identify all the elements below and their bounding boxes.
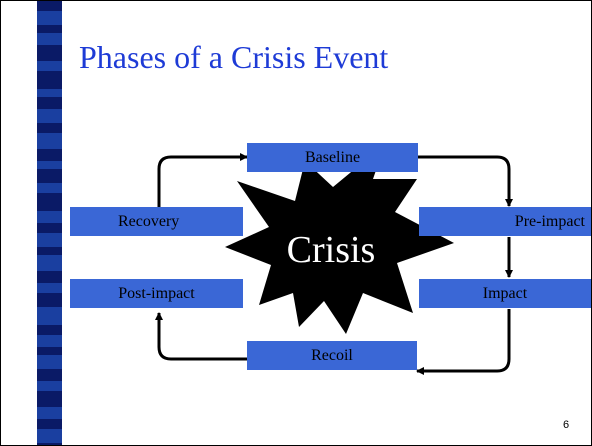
page-title: Phases of a Crisis Event <box>79 39 389 75</box>
stripe-segment <box>37 97 62 109</box>
stripe-segment <box>37 255 62 271</box>
phase-recovery: Recovery <box>70 207 243 236</box>
stripe-segment <box>37 1 62 11</box>
phase-baseline: Baseline <box>247 143 418 172</box>
stripe-segment <box>37 193 62 211</box>
stripe-segment <box>37 45 62 61</box>
stripe-segment <box>37 325 62 335</box>
stripe-segment <box>37 149 62 161</box>
phase-post-impact: Post-impact <box>70 279 243 308</box>
stripe-segment <box>37 109 62 123</box>
stripe-segment <box>37 335 62 347</box>
crisis-label: Crisis <box>286 229 376 271</box>
stripe-segment <box>37 443 62 445</box>
stripe-segment <box>37 11 62 25</box>
stripe-segment <box>37 223 62 233</box>
arrow-recovery-to-baseline <box>157 153 248 209</box>
stripe-segment <box>37 169 62 183</box>
stripe-segment <box>37 61 62 71</box>
stripe-segment <box>37 429 62 443</box>
stripe-segment <box>37 307 62 325</box>
stripe-segment <box>37 71 62 89</box>
phase-impact: Impact <box>419 279 591 308</box>
stripe-segment <box>37 407 62 419</box>
phase-pre-impact: Pre-impact <box>419 207 591 236</box>
stripe-segment <box>37 355 62 369</box>
stripe-segment <box>37 133 62 149</box>
stripe-segment <box>37 381 62 391</box>
stripe-segment <box>37 33 62 45</box>
stripe-segment <box>37 161 62 169</box>
stripe-segment <box>37 369 62 381</box>
stripe-segment <box>37 123 62 133</box>
arrow-baseline-to-preimpact <box>418 155 513 207</box>
stripe-segment <box>37 391 62 407</box>
stripe-segment <box>37 293 62 307</box>
decorative-stripe <box>37 1 62 445</box>
stripe-segment <box>37 233 62 247</box>
stripe-segment <box>37 211 62 223</box>
stripe-segment <box>37 247 62 255</box>
stripe-segment <box>37 347 62 355</box>
stripe-segment <box>37 419 62 429</box>
stripe-segment <box>37 89 62 97</box>
stripe-segment <box>37 25 62 33</box>
arrow-recoil-to-postimpact <box>155 312 247 361</box>
stripe-segment <box>37 283 62 293</box>
crisis-star-shape <box>225 144 454 334</box>
stripe-segment <box>37 183 62 193</box>
slide-number: 6 <box>563 419 570 431</box>
stripe-segment <box>37 271 62 283</box>
phase-recoil: Recoil <box>247 341 417 370</box>
arrow-impact-to-recoil <box>416 309 511 375</box>
